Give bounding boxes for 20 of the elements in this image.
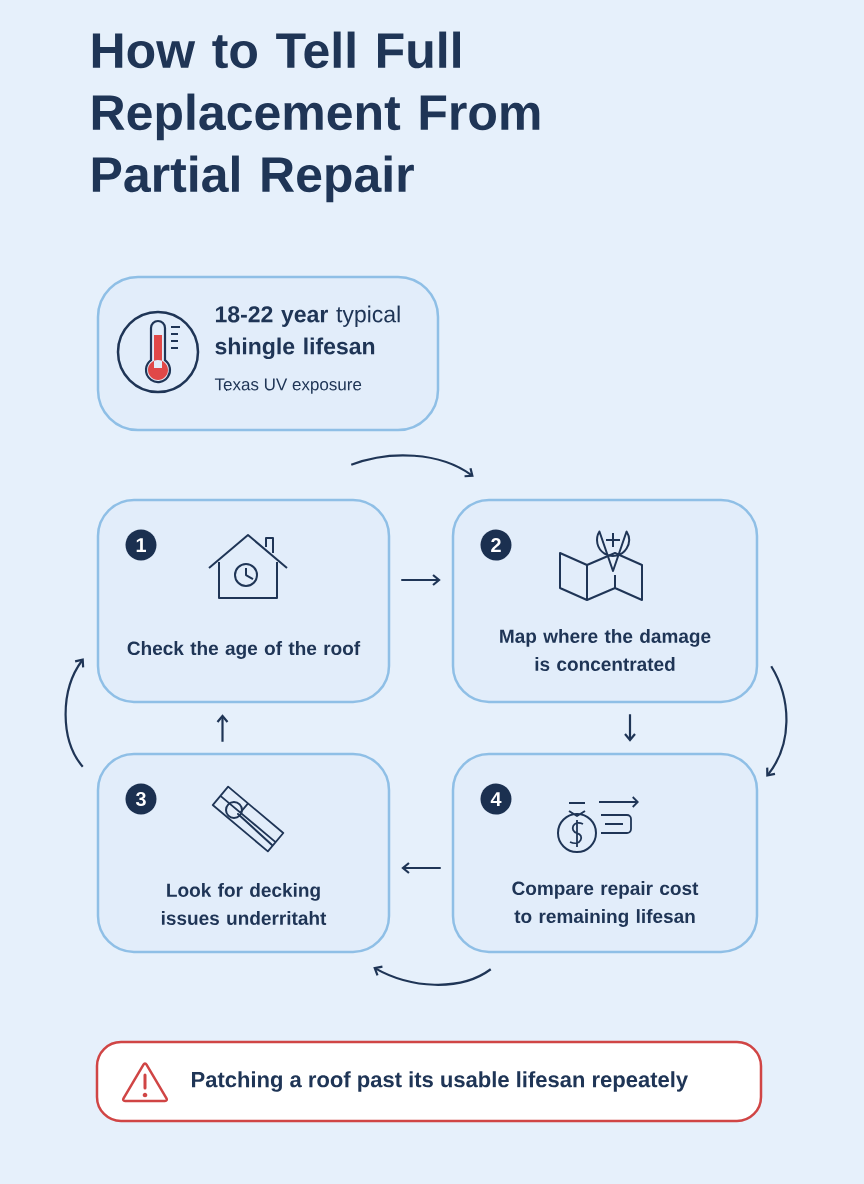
arrow xyxy=(64,658,85,768)
step-text: Check the age of the roof xyxy=(127,641,361,659)
arrow xyxy=(350,454,474,478)
arrow xyxy=(216,714,229,742)
step-text: Map where the damage is concentrated xyxy=(500,629,711,671)
arrow xyxy=(401,574,441,586)
number-badge: 3 xyxy=(125,783,157,815)
warning-text: Patching a roof past its usable lifesan repeately xyxy=(192,1071,688,1092)
step-text: Compare repair cost to remaining lifesan xyxy=(512,881,699,927)
info-subtext: Texas UV exposure xyxy=(214,378,362,394)
arrow xyxy=(624,714,636,742)
arrow xyxy=(766,665,788,777)
step-text: Look for decking issues underritaht xyxy=(161,883,327,925)
title: How to Tell Full Replacement From Partial Repair xyxy=(92,31,540,203)
arrow xyxy=(373,965,492,986)
info-heading: 18-22 year typical shingle lifesan xyxy=(215,305,400,360)
number-badge: 1 xyxy=(125,529,157,561)
number-badge: 2 xyxy=(480,529,512,561)
arrow xyxy=(401,862,441,874)
number-badge: 4 xyxy=(480,783,512,815)
